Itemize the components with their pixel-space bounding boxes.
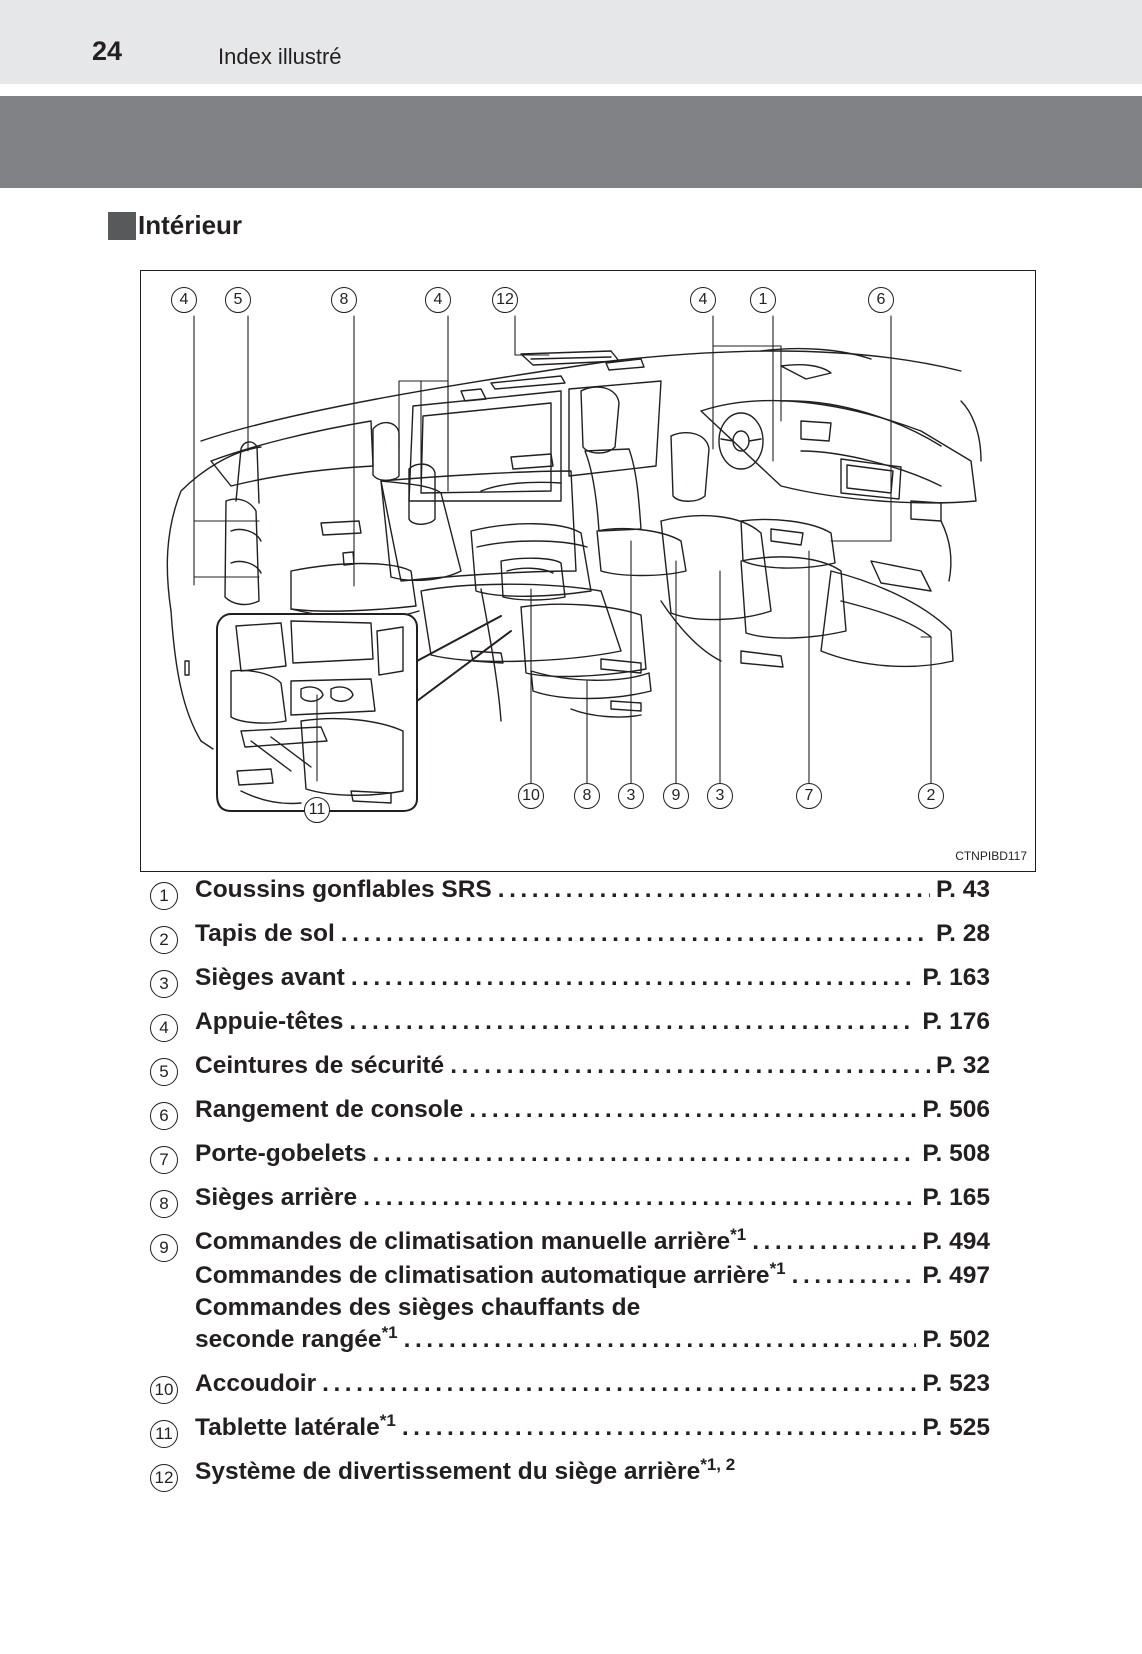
- entry-page-ref: P. 28: [935, 920, 990, 947]
- callout-10-marker: 10: [518, 783, 544, 809]
- figure-code: CTNPIBD117: [955, 849, 1027, 863]
- callout-3-marker: 3: [618, 783, 644, 809]
- callout-8-marker: 8: [574, 783, 600, 809]
- index-entry-2: 2 Tapis de sol..........................…: [150, 920, 990, 956]
- section-band: [0, 96, 1142, 188]
- dot-leader: ........................................…: [401, 1414, 917, 1441]
- dot-leader: ........................................…: [350, 964, 917, 991]
- dot-leader: ........................................…: [450, 1052, 930, 1079]
- index-entry-3: 3 Sièges avant..........................…: [150, 964, 990, 1000]
- index-entry-7: 7 Porte-gobelets........................…: [150, 1140, 990, 1176]
- entry-label: Ceintures de sécurité: [195, 1052, 445, 1079]
- entry-page-ref: P. 506: [922, 1096, 990, 1123]
- footnote-marker: *1, 2: [700, 1454, 736, 1474]
- entry-number: 6: [150, 1102, 178, 1130]
- section-square-icon: [108, 211, 136, 240]
- entry-page-ref: P. 494: [922, 1228, 990, 1255]
- entry-page-ref: P. 176: [922, 1008, 990, 1035]
- page-number: 24: [92, 36, 123, 66]
- callout-7-marker: 7: [796, 783, 822, 809]
- entry-page-ref: P. 165: [922, 1184, 990, 1211]
- entry-number: 7: [150, 1146, 178, 1174]
- entry-number: 2: [150, 926, 178, 954]
- callout-1-marker: 1: [750, 287, 776, 313]
- vehicle-interior-drawing: [166, 315, 982, 812]
- callout-4-marker: 4: [690, 287, 716, 313]
- entry-label: Système de divertissement du siège arriè…: [195, 1454, 736, 1485]
- entry-page-ref: P. 525: [922, 1414, 990, 1441]
- entry-label: Appuie-têtes: [195, 1008, 344, 1035]
- entry-label: Commandes de climatisation manuelle arri…: [195, 1224, 747, 1255]
- callout-6-marker: 6: [868, 287, 894, 313]
- callout-12-marker: 12: [492, 287, 518, 313]
- index-entry-9c: Commandes des sièges chauffants de: [150, 1294, 990, 1330]
- entry-number: 4: [150, 1014, 178, 1042]
- entry-page-ref: P. 502: [922, 1326, 990, 1353]
- callout-4-marker: 4: [171, 287, 197, 313]
- index-entry-1: 1 Coussins gonflables SRS...............…: [150, 876, 990, 912]
- index-entry-12: 12 Système de divertissement du siège ar…: [150, 1454, 990, 1494]
- running-title: Index illustré: [218, 44, 342, 69]
- callout-5-marker: 5: [225, 287, 251, 313]
- entry-number: 5: [150, 1058, 178, 1086]
- entry-label: Coussins gonflables SRS: [195, 876, 492, 903]
- footnote-marker: *1: [381, 1322, 398, 1342]
- entry-label: Tablette latérale*1: [195, 1410, 396, 1441]
- dot-leader: ........................................…: [752, 1228, 916, 1255]
- index-entry-9d: seconde rangée*1........................…: [150, 1322, 990, 1362]
- entry-label: Commandes des sièges chauffants de: [195, 1294, 641, 1321]
- entry-number: 1: [150, 882, 178, 910]
- dot-leader: ........................................…: [372, 1140, 917, 1167]
- interior-illustration: 4 5 8 4 12 4 1 6 10 8 3 9 3 7 2 11 CTNPI…: [140, 270, 1036, 872]
- callout-3-marker: 3: [707, 783, 733, 809]
- index-entry-10: 10 Accoudoir............................…: [150, 1370, 990, 1406]
- dot-leader: ........................................…: [349, 1008, 916, 1035]
- entry-page-ref: P. 508: [922, 1140, 990, 1167]
- entry-label: Tapis de sol: [195, 920, 335, 947]
- entry-label: seconde rangée*1: [195, 1322, 398, 1353]
- dot-leader: ........................................…: [322, 1370, 916, 1397]
- index-entry-6: 6 Rangement de console..................…: [150, 1096, 990, 1132]
- callout-8-marker: 8: [331, 287, 357, 313]
- entry-label: Sièges arrière: [195, 1184, 358, 1211]
- entry-number: 9: [150, 1234, 178, 1262]
- callout-9-marker: 9: [663, 783, 689, 809]
- entry-page-ref: P. 32: [935, 1052, 990, 1079]
- entry-page-ref: P. 523: [922, 1370, 990, 1397]
- entry-page-ref: P. 43: [935, 876, 990, 903]
- callout-4-marker: 4: [425, 287, 451, 313]
- entry-label: Sièges avant: [195, 964, 345, 991]
- dot-leader: ........................................…: [363, 1184, 917, 1211]
- footnote-marker: *1: [730, 1224, 747, 1244]
- callout-11-marker: 11: [304, 797, 330, 823]
- footnote-marker: *1: [379, 1410, 396, 1430]
- entry-number: 10: [150, 1376, 178, 1404]
- index-entry-8: 8 Sièges arrière........................…: [150, 1184, 990, 1220]
- index-entry-5: 5 Ceintures de sécurité.................…: [150, 1052, 990, 1088]
- dot-leader: ........................................…: [469, 1096, 916, 1123]
- entry-number: 12: [150, 1464, 178, 1492]
- section-title: Intérieur: [138, 210, 243, 240]
- section-heading: Intérieur: [108, 210, 242, 241]
- index-entry-4: 4 Appuie-têtes..........................…: [150, 1008, 990, 1044]
- callout-2-marker: 2: [918, 783, 944, 809]
- entry-label: Accoudoir: [195, 1370, 317, 1397]
- dot-leader: ........................................…: [791, 1262, 917, 1289]
- header-band: [0, 0, 1142, 84]
- entry-number: 8: [150, 1190, 178, 1218]
- entry-page-ref: P. 497: [922, 1262, 990, 1289]
- index-entry-9b: Commandes de climatisation automatique a…: [150, 1258, 990, 1298]
- entry-number: 11: [150, 1420, 178, 1448]
- entry-number: 3: [150, 970, 178, 998]
- footnote-marker: *1: [769, 1258, 786, 1278]
- index-entry-11: 11 Tablette latérale*1..................…: [150, 1410, 990, 1450]
- entry-label: Rangement de console: [195, 1096, 464, 1123]
- dot-leader: ........................................…: [497, 876, 930, 903]
- entry-page-ref: P. 163: [922, 964, 990, 991]
- dot-leader: ........................................…: [403, 1326, 917, 1353]
- dot-leader: ........................................…: [340, 920, 930, 947]
- index-entry-9a: 9 Commandes de climatisation manuelle ar…: [150, 1224, 990, 1264]
- entry-label: Porte-gobelets: [195, 1140, 367, 1167]
- entry-label: Commandes de climatisation automatique a…: [195, 1258, 786, 1289]
